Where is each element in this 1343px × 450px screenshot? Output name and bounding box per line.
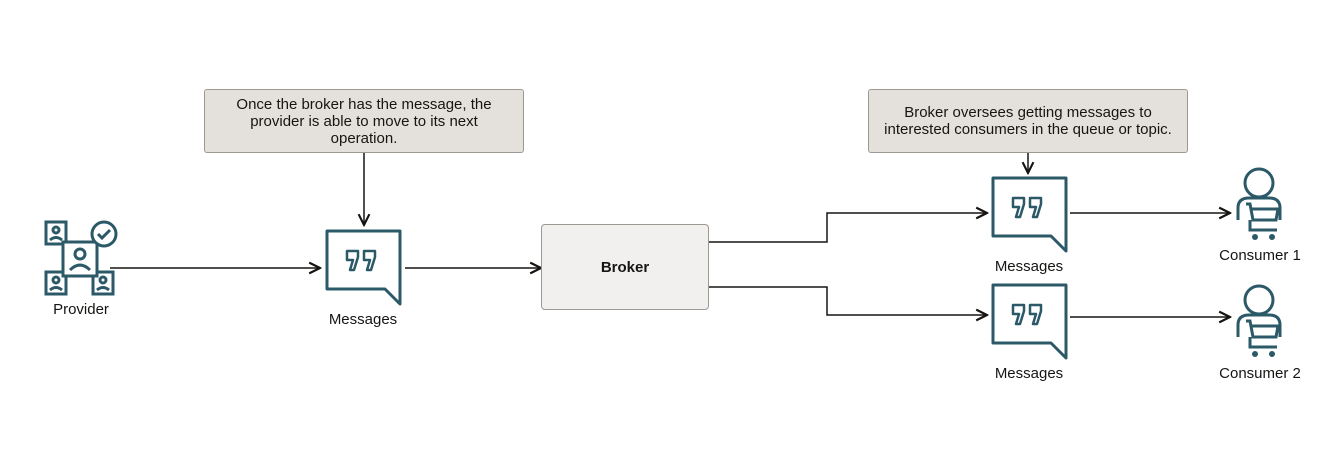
- messages-1-icon: [991, 176, 1068, 253]
- consumer-2-icon: [1236, 284, 1282, 357]
- broker-callout-text: Broker oversees getting messages to inte…: [884, 104, 1172, 138]
- broker-label: Broker: [600, 258, 650, 276]
- messages-main-icon: [325, 229, 402, 306]
- messages-2-icon: [991, 283, 1068, 360]
- broker-node: Broker: [541, 224, 709, 310]
- provider-icon: [44, 220, 118, 296]
- consumer-1-icon: [1236, 167, 1282, 240]
- provider-callout-text: Once the broker has the message, the pro…: [236, 95, 492, 147]
- arrow-broker-to-messages-1: [709, 213, 987, 243]
- provider-callout: Once the broker has the message, the pro…: [204, 89, 524, 153]
- consumer-1-label: Consumer 1: [1219, 247, 1301, 264]
- provider-label: Provider: [53, 301, 109, 318]
- messages-main-label: Messages: [328, 311, 398, 328]
- messages-1-label: Messages: [994, 258, 1064, 275]
- broker-callout: Broker oversees getting messages to inte…: [868, 89, 1188, 153]
- messages-2-label: Messages: [994, 365, 1064, 382]
- arrow-broker-to-messages-2: [709, 286, 987, 315]
- consumer-2-label: Consumer 2: [1219, 365, 1301, 382]
